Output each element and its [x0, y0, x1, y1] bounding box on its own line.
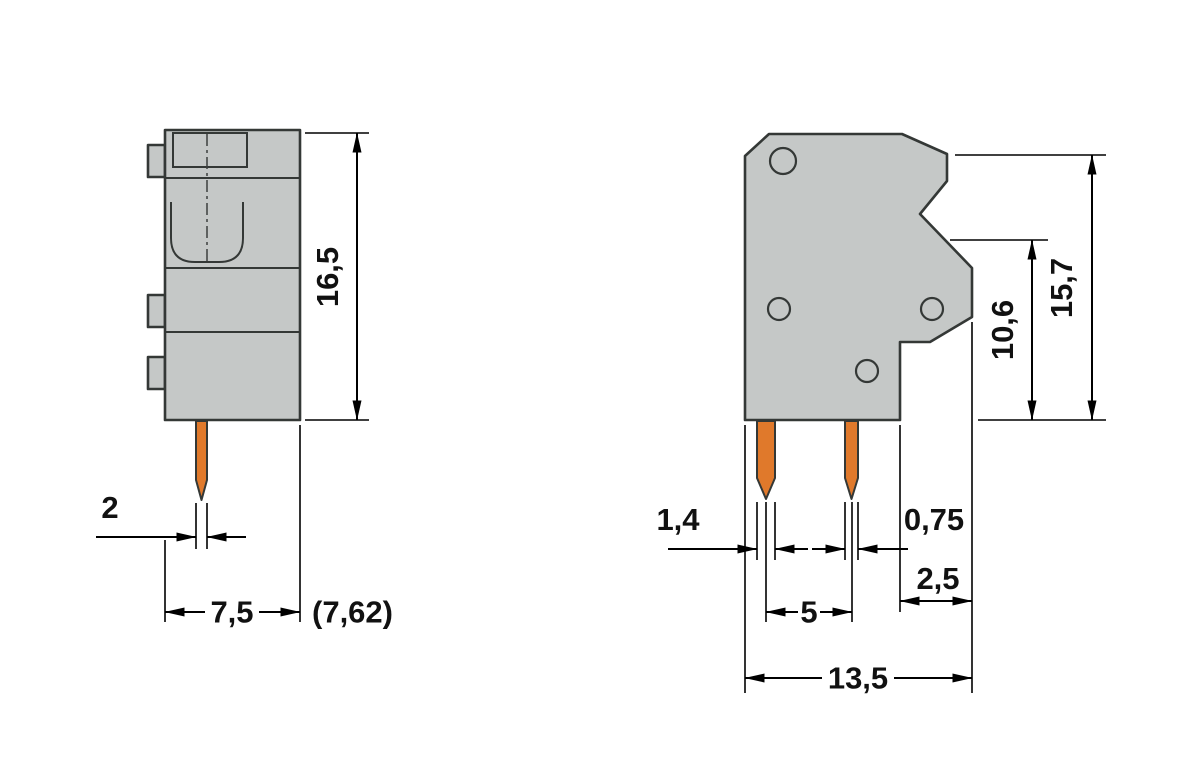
- front-clamp-opening: [170, 202, 244, 263]
- front-solder-pin: [195, 420, 208, 501]
- side-housing: [743, 132, 974, 422]
- front-tab-top: [146, 143, 167, 179]
- side-pitch-label: 5: [800, 595, 817, 630]
- side-hole-left: [766, 296, 792, 322]
- side-hole-right: [919, 296, 945, 322]
- front-width-alt-label: (7,62): [312, 595, 393, 630]
- side-overall-height-label: 15,7: [1044, 258, 1079, 318]
- side-pin-right-width-label: 0,75: [904, 502, 964, 537]
- front-width-label: 7,5: [210, 595, 253, 630]
- side-hole-top: [768, 146, 798, 176]
- side-solder-pin-right: [844, 420, 859, 500]
- side-pin-left-width-label: 1,4: [656, 502, 700, 537]
- side-hole-bottom: [854, 358, 880, 384]
- front-pushbutton: [172, 132, 248, 168]
- side-view: 1,4 0,75 5 2,5 13,5 10,6 15,7: [656, 132, 1106, 696]
- front-tab-bottom: [146, 355, 167, 391]
- side-edge-distance-label: 2,5: [916, 561, 959, 596]
- side-solder-pin-left: [756, 420, 776, 500]
- side-overall-width-label: 13,5: [828, 661, 888, 696]
- front-view: 16,5 2 7,5 (7,62): [96, 128, 393, 630]
- side-step-height-label: 10,6: [985, 300, 1020, 360]
- front-height-label: 16,5: [310, 247, 345, 307]
- front-tab-middle: [146, 293, 167, 329]
- front-housing: [163, 128, 302, 422]
- front-pin-width-label: 2: [101, 490, 118, 525]
